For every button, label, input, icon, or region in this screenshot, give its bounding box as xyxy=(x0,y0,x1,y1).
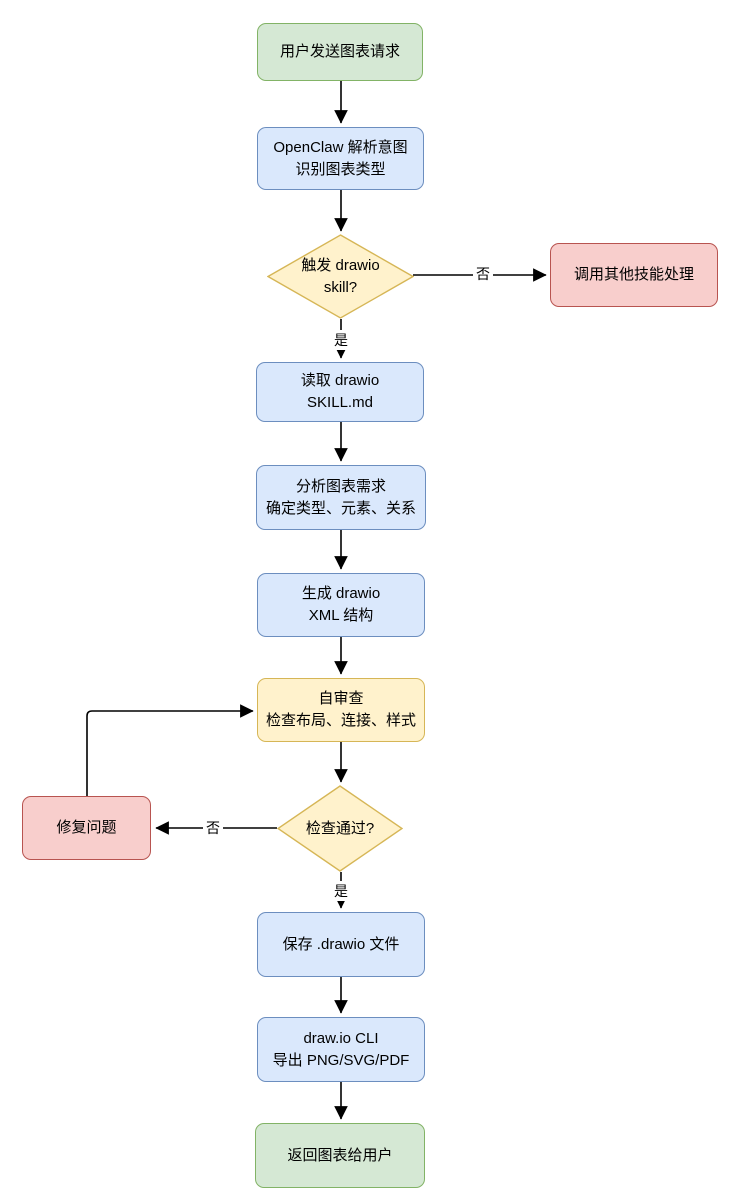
node-self-review: 自审查 检查布局、连接、样式 xyxy=(257,678,425,742)
node-label: OpenClaw 解析意图 识别图表类型 xyxy=(273,138,408,178)
edge-label-yes-skill: 是 xyxy=(331,330,351,350)
node-fix-issues: 修复问题 xyxy=(22,796,151,860)
node-label: 生成 drawio XML 结构 xyxy=(301,585,381,624)
node-start: 用户发送图表请求 xyxy=(257,23,423,81)
node-read-skill: 读取 drawio SKILL.md xyxy=(256,362,424,422)
node-decision-check-pass: 检查通过? xyxy=(277,785,403,872)
node-end: 返回图表给用户 xyxy=(255,1123,425,1188)
node-other-skill: 调用其他技能处理 xyxy=(550,243,718,307)
node-label: 检查通过? xyxy=(305,819,375,837)
node-save-file: 保存 .drawio 文件 xyxy=(257,912,425,977)
node-generate-xml: 生成 drawio XML 结构 xyxy=(257,573,425,637)
node-label: 触发 drawio skill? xyxy=(301,256,380,296)
edge-label-no-check: 否 xyxy=(203,818,223,838)
node-label: 返回图表给用户 xyxy=(287,1146,393,1164)
diamond-shape xyxy=(277,785,403,872)
diamond-shape xyxy=(267,234,414,319)
node-label: 调用其他技能处理 xyxy=(573,266,694,284)
node-analyze-requirements: 分析图表需求 确定类型、元素、关系 xyxy=(256,465,426,530)
node-label: 自审查 检查布局、连接、样式 xyxy=(265,690,416,729)
node-label: 修复问题 xyxy=(56,819,117,837)
edge-fix-review-loop xyxy=(86,704,254,796)
node-label: 分析图表需求 确定类型、元素、关系 xyxy=(265,477,416,517)
node-label: 读取 drawio SKILL.md xyxy=(300,372,380,411)
node-export-cli: draw.io CLI 导出 PNG/SVG/PDF xyxy=(257,1017,425,1082)
node-label: 保存 .drawio 文件 xyxy=(282,935,400,953)
edge-label-no-skill: 否 xyxy=(473,264,493,284)
edge-label-yes-check: 是 xyxy=(331,881,351,901)
node-label: 用户发送图表请求 xyxy=(279,43,400,61)
node-parse-intent: OpenClaw 解析意图 识别图表类型 xyxy=(257,127,424,190)
node-decision-drawio-skill: 触发 drawio skill? xyxy=(267,234,414,319)
node-label: draw.io CLI 导出 PNG/SVG/PDF xyxy=(272,1029,410,1069)
